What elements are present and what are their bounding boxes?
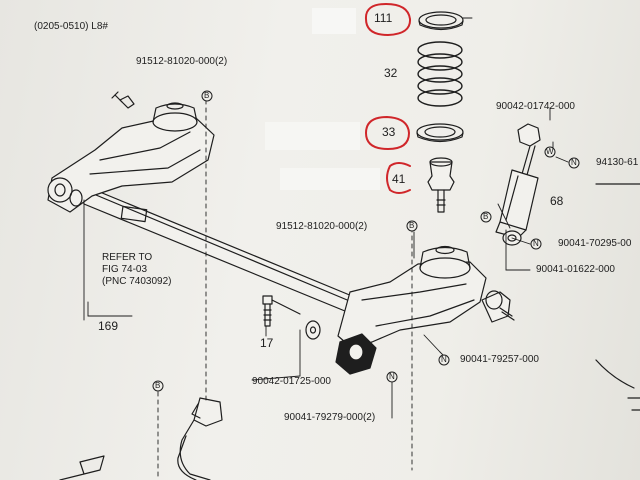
label-bolt-top: 91512-81020-000(2)	[136, 56, 228, 67]
label-part-68: 68	[550, 194, 564, 208]
highlight-111	[364, 3, 412, 36]
washer-hole	[309, 326, 317, 334]
label-shock-nut-2: 90041-01622-000	[536, 264, 615, 275]
label-part-17: 17	[260, 336, 274, 350]
edge-arc	[595, 359, 635, 389]
label-axle-nut: 90041-79257-000	[460, 354, 539, 365]
whiteout-patch	[312, 8, 356, 34]
bolt-17	[262, 295, 301, 327]
marker-b: B	[409, 221, 415, 230]
label-part-32: 32	[384, 66, 398, 80]
marker-n: N	[441, 355, 447, 364]
label-part-33: 33	[382, 125, 396, 139]
highlight-41	[386, 162, 411, 194]
refer-line-2: FIG 74-03	[102, 264, 148, 275]
washer	[305, 320, 321, 340]
label-shock-nut: 94130-61	[596, 157, 639, 168]
marker-w: W	[546, 147, 554, 156]
edge-marks	[627, 397, 640, 411]
leader-lines	[83, 17, 569, 480]
whiteout-patch	[265, 122, 360, 150]
marker-b: B	[483, 212, 489, 221]
red-highlight-circles	[364, 3, 412, 194]
label-shock-nut-1: 90041-70295-00	[558, 238, 632, 249]
marker-n: N	[389, 372, 395, 381]
label-washer: 90042-01725-000	[252, 376, 331, 387]
header-range: (0205-0510) L8#	[34, 21, 108, 32]
coil-spring-group	[416, 11, 464, 213]
label-part-111: 111	[374, 11, 393, 25]
refer-line-3: (PNC 7403092)	[102, 276, 172, 287]
rear-axle-beam	[47, 91, 515, 375]
shock-absorber	[495, 123, 640, 246]
marker-b: B	[204, 91, 210, 100]
label-part-41: 41	[392, 172, 406, 186]
label-bolt-mid: 91512-81020-000(2)	[276, 221, 368, 232]
label-bushing-nut: 90041-79279-000(2)	[284, 412, 376, 423]
callout-markers	[152, 90, 580, 392]
label-part-169: 169	[98, 319, 119, 333]
marker-b: B	[155, 381, 161, 390]
highlight-33	[365, 116, 410, 150]
refer-line-1: REFER TO	[102, 252, 153, 263]
label-shock-top: 90042-01742-000	[496, 101, 575, 112]
abs-sensor-harness	[59, 397, 223, 480]
marker-n: N	[571, 158, 577, 167]
marker-n: N	[533, 239, 539, 248]
whiteout-patch	[280, 168, 380, 190]
refer-note: REFER TO FIG 74-03 (PNC 7403092)	[102, 252, 171, 288]
